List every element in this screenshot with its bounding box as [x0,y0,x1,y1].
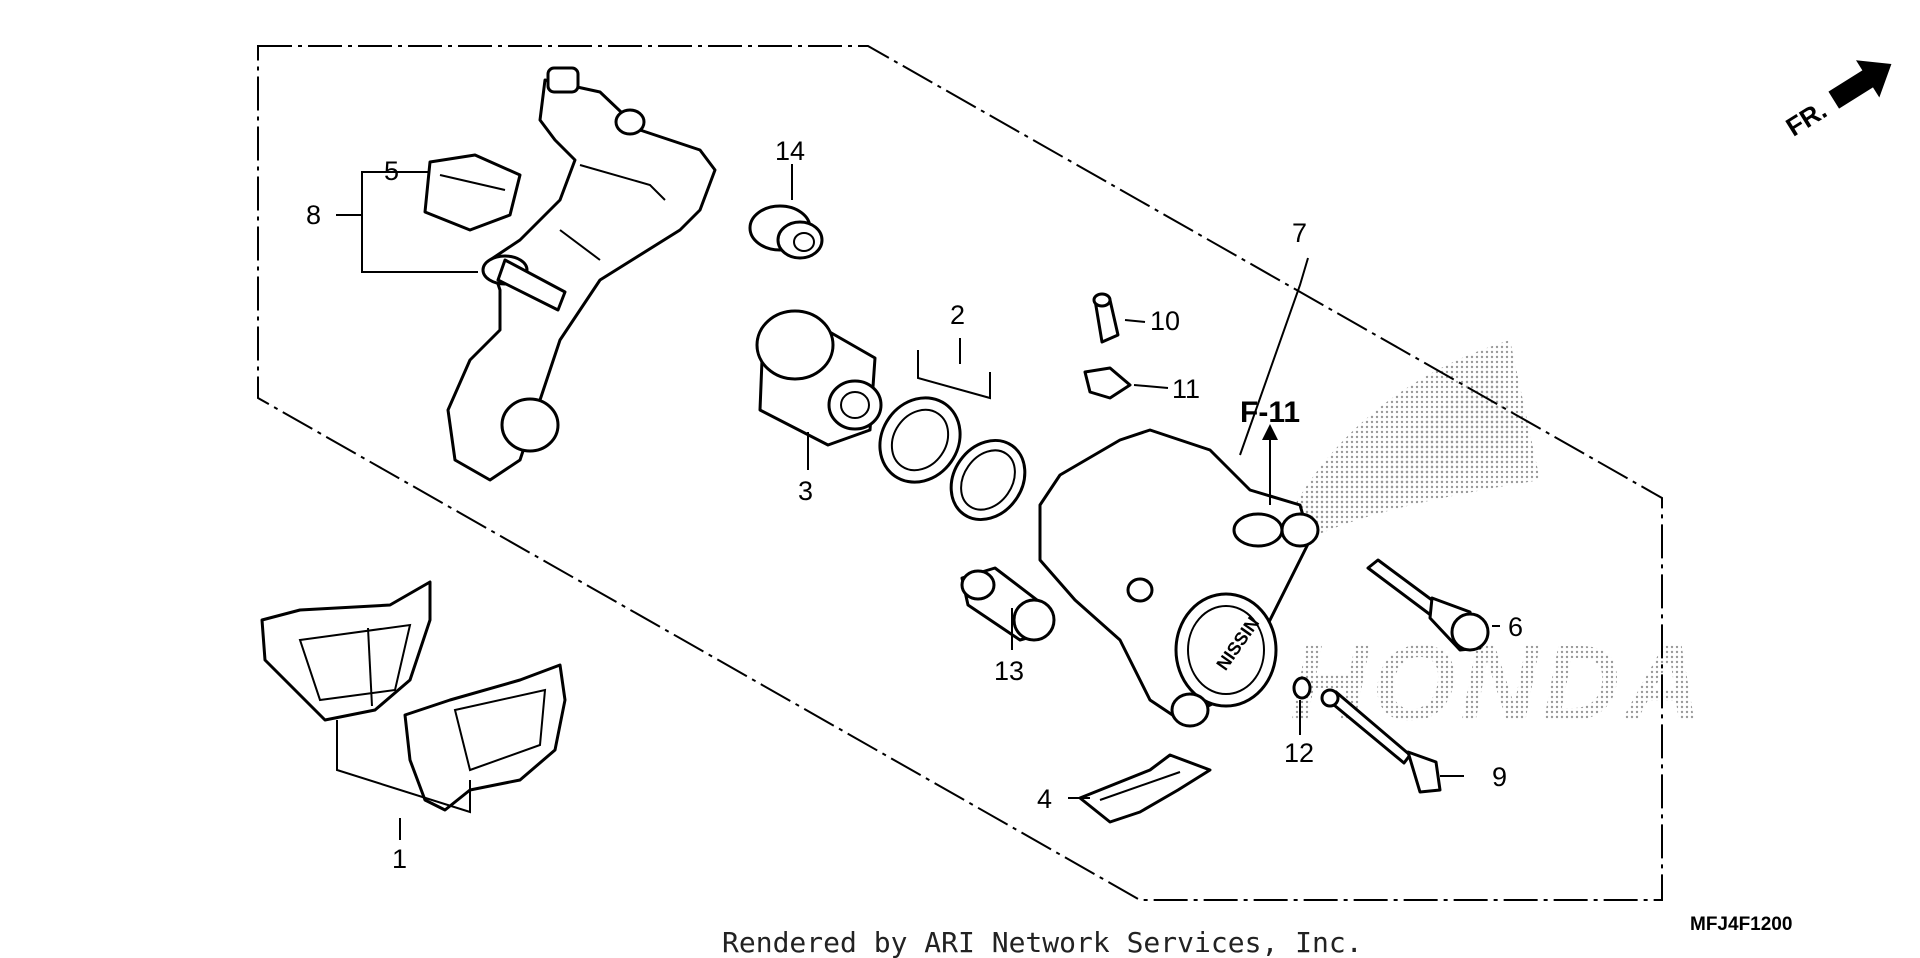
callout-9: 9 [1492,762,1507,792]
callout-2: 2 [950,300,965,330]
assembly-boundary [257,45,1663,901]
pad-pin [1320,688,1442,794]
callout-10: 10 [1150,306,1180,336]
callout-7: 7 [1292,218,1307,248]
callout-11: 11 [1172,374,1200,404]
callout-4: 4 [1037,784,1052,814]
front-direction-label: FR. [1781,95,1832,143]
callout-14: 14 [775,136,805,166]
callout-5: 5 [384,156,399,186]
bleed-valve [1092,292,1120,344]
bleed-valve-cap [1083,366,1132,400]
reference-label: F-11 [1240,396,1300,429]
front-direction-indicator: FR. [1781,60,1892,143]
leader-lines [336,164,1500,840]
callout-3: 3 [798,476,813,506]
brake-pad-front [260,580,432,722]
diagram-code: MFJ4F1200 [1690,914,1792,935]
caliper-slide-pin [960,566,1056,642]
caliper-piston [755,309,883,447]
callout-1: 1 [392,844,407,874]
render-credit: Rendered by ARI Network Services, Inc. [722,926,1363,958]
callout-12: 12 [1284,738,1314,768]
pad-spring [1078,753,1212,824]
callout-6: 6 [1508,612,1523,642]
caliper-body: NISSIN [1038,428,1320,728]
callout-8: 8 [306,200,321,230]
dust-seal [949,438,1027,522]
slide-pin-boot [481,254,567,312]
brake-pad-rear [403,663,567,812]
front-arrow-icon [1828,60,1892,109]
pad-retainer-clip [423,153,522,232]
o-ring [1292,676,1312,700]
honda-wing-watermark: HONDA [1270,340,1706,743]
callout-13: 13 [994,656,1024,686]
caliper-bracket [446,66,717,482]
honda-brand-watermark: HONDA [1290,622,1706,743]
piston-seal [878,396,962,484]
callout-numbers: 1 2 3 4 5 6 7 8 9 10 11 12 13 14 [306,136,1523,874]
caliper-pin-bolt [1366,558,1490,652]
dust-boot [748,204,824,260]
